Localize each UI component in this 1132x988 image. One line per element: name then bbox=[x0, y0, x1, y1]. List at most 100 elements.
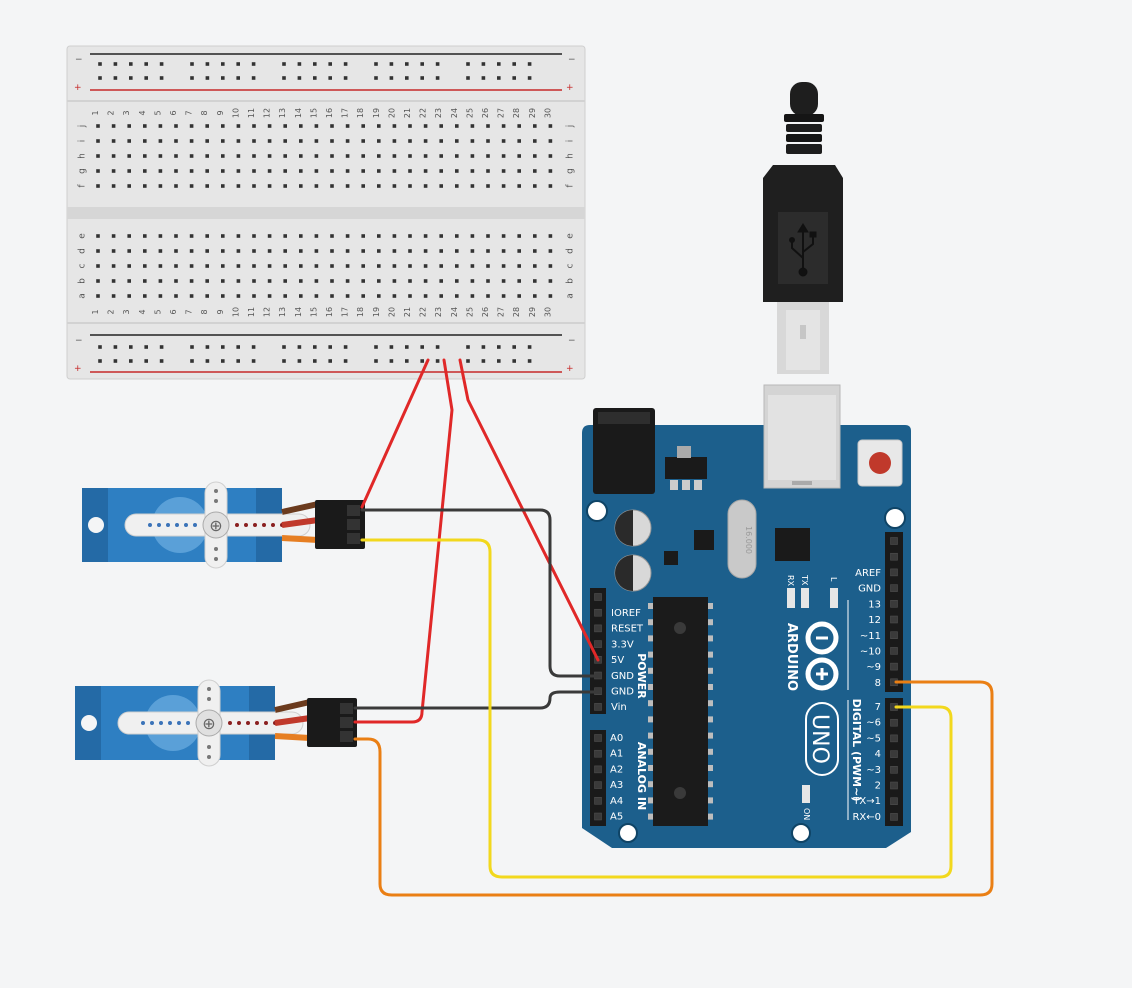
rail-hole[interactable] bbox=[282, 345, 286, 349]
rail-hole[interactable] bbox=[328, 345, 332, 349]
breadboard-hole[interactable] bbox=[501, 139, 506, 143]
wire-servo2-ground[interactable] bbox=[353, 690, 600, 710]
breadboard-hole[interactable] bbox=[439, 249, 443, 253]
breadboard-hole[interactable] bbox=[408, 169, 412, 173]
breadboard-hole[interactable] bbox=[143, 169, 147, 173]
rail-hole[interactable] bbox=[190, 345, 194, 349]
rail-hole[interactable] bbox=[435, 359, 440, 363]
breadboard-hole[interactable] bbox=[299, 294, 303, 298]
rail-hole[interactable] bbox=[343, 62, 348, 66]
rail-hole[interactable] bbox=[389, 76, 394, 80]
breadboard-hole[interactable] bbox=[439, 124, 443, 128]
breadboard-hole[interactable] bbox=[501, 279, 506, 283]
breadboard-hole[interactable] bbox=[252, 234, 256, 238]
breadboard-hole[interactable] bbox=[283, 184, 287, 188]
breadboard-hole[interactable] bbox=[267, 169, 272, 173]
breadboard-hole[interactable] bbox=[299, 139, 303, 143]
rail-hole[interactable] bbox=[481, 345, 486, 349]
rail-hole[interactable] bbox=[113, 62, 118, 66]
breadboard-hole[interactable] bbox=[221, 279, 225, 283]
digital-header-pin[interactable] bbox=[890, 647, 898, 655]
breadboard-hole[interactable] bbox=[236, 184, 241, 188]
rail-hole[interactable] bbox=[420, 359, 424, 363]
breadboard-hole[interactable] bbox=[205, 124, 209, 128]
digital-header-pin[interactable] bbox=[890, 615, 898, 624]
breadboard[interactable]: − − + + − − + + 112233445566778899101011… bbox=[66, 45, 586, 380]
breadboard-hole[interactable] bbox=[392, 264, 397, 268]
breadboard-hole[interactable] bbox=[314, 264, 319, 268]
servo-motor-2[interactable]: ⊕ bbox=[75, 679, 357, 767]
breadboard-hole[interactable] bbox=[252, 249, 256, 253]
breadboard-hole[interactable] bbox=[174, 139, 178, 143]
breadboard-hole[interactable] bbox=[205, 139, 209, 143]
breadboard-hole[interactable] bbox=[205, 169, 209, 173]
breadboard-hole[interactable] bbox=[252, 169, 256, 173]
rail-hole[interactable] bbox=[282, 76, 286, 80]
breadboard-hole[interactable] bbox=[470, 264, 475, 268]
rail-hole[interactable] bbox=[389, 345, 394, 349]
breadboard-hole[interactable] bbox=[189, 279, 194, 283]
breadboard-hole[interactable] bbox=[408, 124, 412, 128]
breadboard-hole[interactable] bbox=[361, 234, 365, 238]
breadboard-hole[interactable] bbox=[158, 154, 163, 158]
breadboard-hole[interactable] bbox=[283, 169, 287, 173]
breadboard-hole[interactable] bbox=[439, 279, 443, 283]
digital-header-pin[interactable] bbox=[890, 718, 898, 727]
breadboard-hole[interactable] bbox=[423, 154, 428, 158]
rail-hole[interactable] bbox=[113, 76, 118, 80]
breadboard-hole[interactable] bbox=[486, 294, 490, 298]
breadboard-hole[interactable] bbox=[236, 249, 241, 253]
rail-hole[interactable] bbox=[512, 359, 516, 363]
rail-hole[interactable] bbox=[205, 76, 210, 80]
breadboard-hole[interactable] bbox=[267, 294, 272, 298]
rail-hole[interactable] bbox=[144, 76, 148, 80]
breadboard-hole[interactable] bbox=[314, 139, 319, 143]
breadboard-hole[interactable] bbox=[470, 139, 475, 143]
rail-hole[interactable] bbox=[251, 345, 256, 349]
breadboard-hole[interactable] bbox=[189, 154, 194, 158]
breadboard-hole[interactable] bbox=[267, 184, 272, 188]
analog-header-pin[interactable] bbox=[594, 765, 602, 774]
breadboard-hole[interactable] bbox=[533, 169, 537, 173]
breadboard-hole[interactable] bbox=[377, 184, 381, 188]
breadboard-hole[interactable] bbox=[439, 264, 443, 268]
rail-hole[interactable] bbox=[313, 345, 317, 349]
breadboard-hole[interactable] bbox=[533, 124, 537, 128]
breadboard-hole[interactable] bbox=[111, 294, 116, 298]
breadboard-hole[interactable] bbox=[96, 139, 100, 143]
rail-hole[interactable] bbox=[159, 62, 164, 66]
breadboard-hole[interactable] bbox=[517, 124, 521, 128]
analog-header[interactable] bbox=[590, 730, 606, 826]
breadboard-hole[interactable] bbox=[408, 264, 412, 268]
rail-hole[interactable] bbox=[512, 345, 516, 349]
rail-hole[interactable] bbox=[313, 359, 317, 363]
breadboard-hole[interactable] bbox=[143, 234, 147, 238]
breadboard-hole[interactable] bbox=[361, 139, 365, 143]
breadboard-hole[interactable] bbox=[361, 264, 365, 268]
breadboard-hole[interactable] bbox=[174, 169, 178, 173]
rail-hole[interactable] bbox=[113, 359, 118, 363]
breadboard-hole[interactable] bbox=[111, 169, 116, 173]
breadboard-hole[interactable] bbox=[455, 184, 459, 188]
rail-hole[interactable] bbox=[405, 359, 409, 363]
breadboard-hole[interactable] bbox=[127, 249, 131, 253]
breadboard-hole[interactable] bbox=[267, 154, 272, 158]
breadboard-hole[interactable] bbox=[267, 249, 272, 253]
breadboard-hole[interactable] bbox=[174, 234, 178, 238]
breadboard-hole[interactable] bbox=[221, 169, 225, 173]
breadboard-hole[interactable] bbox=[423, 264, 428, 268]
breadboard-hole[interactable] bbox=[377, 234, 381, 238]
rail-hole[interactable] bbox=[374, 359, 378, 363]
breadboard-hole[interactable] bbox=[330, 264, 334, 268]
breadboard-hole[interactable] bbox=[252, 279, 256, 283]
rail-hole[interactable] bbox=[98, 76, 102, 80]
breadboard-hole[interactable] bbox=[314, 249, 319, 253]
breadboard-hole[interactable] bbox=[205, 249, 209, 253]
breadboard-hole[interactable] bbox=[548, 264, 553, 268]
breadboard-hole[interactable] bbox=[392, 234, 397, 238]
breadboard-hole[interactable] bbox=[501, 124, 506, 128]
breadboard-hole[interactable] bbox=[221, 124, 225, 128]
rail-hole[interactable] bbox=[420, 345, 424, 349]
breadboard-hole[interactable] bbox=[361, 294, 365, 298]
breadboard-hole[interactable] bbox=[392, 169, 397, 173]
